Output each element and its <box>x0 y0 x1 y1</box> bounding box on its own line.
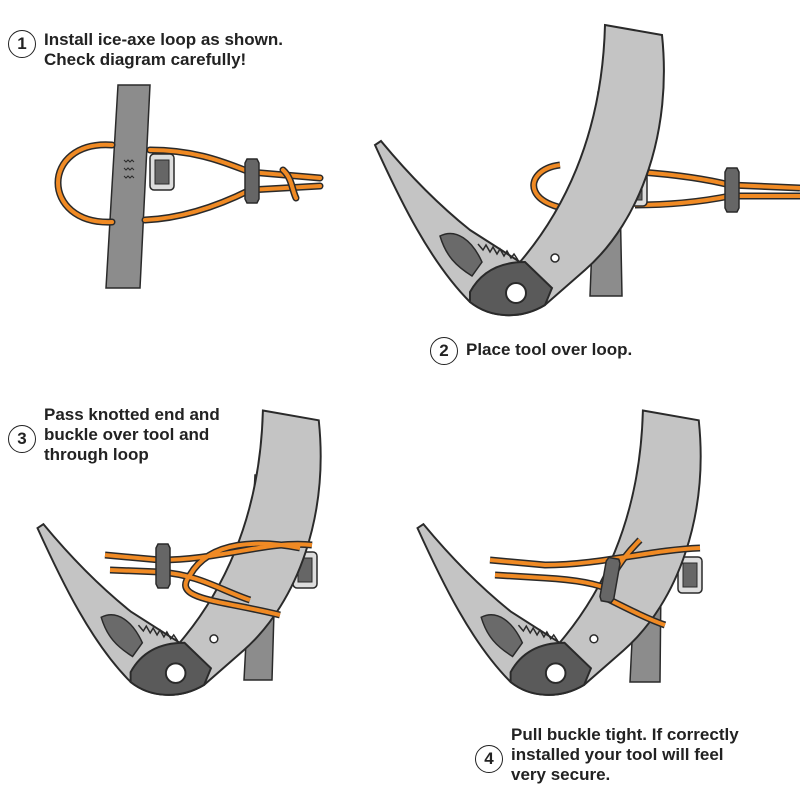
buckle-icon <box>149 153 175 191</box>
step-4: 4 Pull buckle tight. If correctly instal… <box>475 725 739 785</box>
step-number: 4 <box>475 745 503 773</box>
panel-4-pull-tight <box>416 409 703 696</box>
step-text: Pass knotted end and buckle over tool an… <box>44 405 220 464</box>
step-text: Pull buckle tight. If correctly installe… <box>511 725 739 784</box>
cord <box>54 141 324 226</box>
step-text: Place tool over loop. <box>466 340 633 359</box>
step-number: 2 <box>430 337 458 365</box>
stitching <box>123 159 135 179</box>
step-text: Install ice-axe loop as shown. Check dia… <box>44 30 284 69</box>
cord <box>104 540 313 619</box>
cord-stopper-icon <box>724 167 740 213</box>
step-number: 1 <box>8 30 36 58</box>
panel-3-pass-through-loop <box>36 409 322 696</box>
panel-2-tool-over-loop <box>374 24 800 317</box>
panel-1-loop-on-strap <box>54 84 324 289</box>
step-3: 3 Pass knotted end and buckle over tool … <box>8 405 220 465</box>
step-2: 2 Place tool over loop. <box>430 337 632 365</box>
step-1: 1 Install ice-axe loop as shown. Check d… <box>8 30 283 70</box>
cord-stopper-icon <box>155 543 171 589</box>
cord-stopper-icon <box>244 158 260 204</box>
strap <box>105 84 151 289</box>
step-number: 3 <box>8 425 36 453</box>
